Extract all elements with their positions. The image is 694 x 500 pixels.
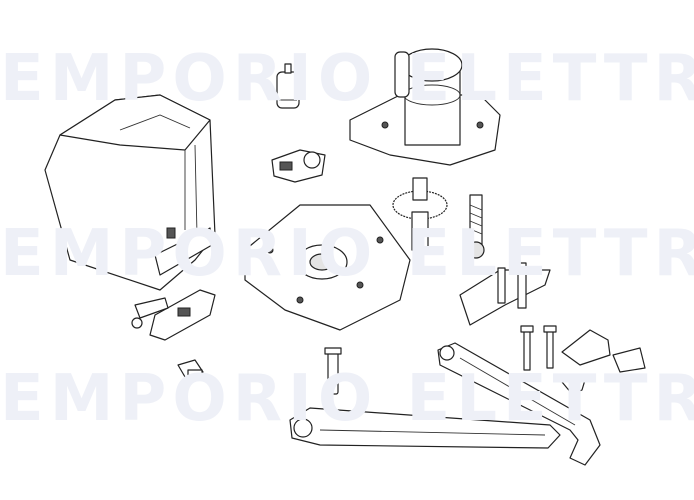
limit-switch bbox=[271, 149, 326, 183]
small-bracket bbox=[561, 329, 646, 395]
watermark-text-2: EMPORIO ELETTRICO bbox=[0, 217, 694, 291]
release-plate bbox=[131, 289, 216, 341]
watermark-text-1: EMPORIO ELETTRICO bbox=[0, 42, 694, 116]
gear-wheel bbox=[392, 177, 448, 251]
pin bbox=[324, 347, 342, 395]
watermark: EMPORIO ELETTRICO EMPORIO ELETTRICO EMPO… bbox=[0, 42, 694, 436]
capacitor bbox=[276, 63, 300, 109]
curved-arm bbox=[289, 407, 561, 449]
release-key bbox=[177, 359, 204, 383]
worm-shaft bbox=[467, 194, 485, 259]
motor-cover bbox=[44, 94, 216, 291]
gearmotor-assembly bbox=[349, 48, 501, 166]
bolts bbox=[520, 325, 557, 371]
watermark-text-3: EMPORIO ELETTRICO bbox=[0, 362, 694, 436]
base-plate bbox=[244, 204, 411, 331]
mounting-bracket bbox=[459, 262, 551, 326]
straight-arm bbox=[437, 342, 601, 466]
